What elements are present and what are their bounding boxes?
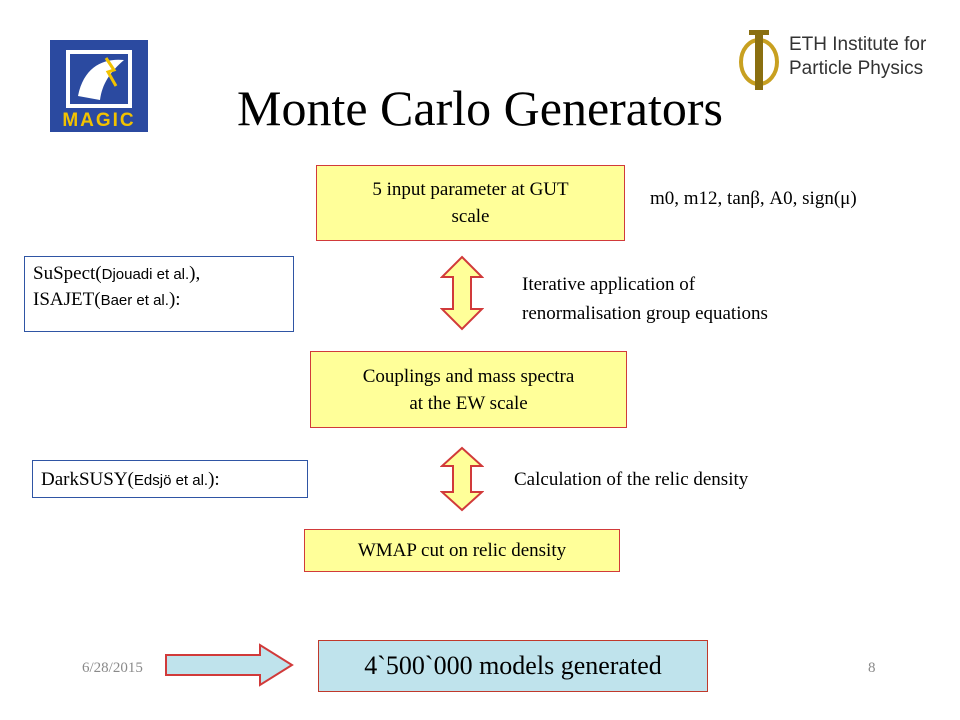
magic-logo-icon (50, 40, 148, 132)
couplings-line1: Couplings and mass spectra (362, 365, 575, 387)
rge-note-line1: Iterative application of (522, 274, 696, 295)
rge-note-line2: renormalisation group equations (522, 303, 768, 324)
rge-tools-box: SuSpect(Djouadi et al.), ISAJET(Baer et … (24, 256, 294, 332)
isajet-authors: Baer et al. (100, 292, 169, 309)
suspect-line: SuSpect(Djouadi et al.), (33, 261, 285, 287)
couplings-box: Couplings and mass spectra at the EW sca… (310, 351, 627, 428)
page-number: 8 (868, 660, 876, 676)
parameter-list: m0, m12, tanβ, A0, sign(μ) (650, 188, 857, 209)
darksusy-authors: Edsjö et al. (133, 472, 209, 489)
isajet-name: ISAJET( (33, 289, 101, 310)
double-arrow-icon (440, 446, 484, 512)
suspect-authors: Djouadi et al. (101, 266, 190, 283)
isajet-close: ): (168, 289, 181, 310)
slide-title: Monte Carlo Generators (237, 80, 723, 136)
eth-logo-line1: ETH Institute for (789, 34, 927, 55)
couplings-line2: at the EW scale (409, 392, 528, 414)
double-arrow-icon (440, 255, 484, 331)
magic-logo: MAGIC (44, 36, 154, 136)
darksusy-name: DarkSUSY( (41, 469, 134, 490)
models-generated-text: 4`500`000 models generated (364, 651, 662, 680)
isajet-line: ISAJET(Baer et al.): (33, 287, 285, 313)
input-parameters-line1: 5 input parameter at GUT (372, 179, 569, 200)
models-generated-box: 4`500`000 models generated (318, 640, 708, 692)
footer-date: 6/28/2015 (82, 660, 143, 676)
phi-logo-icon (739, 30, 779, 90)
input-parameters-line2: scale (451, 206, 490, 227)
darksusy-box: DarkSUSY(Edsjö et al.): (32, 460, 308, 498)
right-arrow-icon (165, 643, 294, 687)
rge-note: Iterative application of renormalisation… (522, 270, 768, 328)
suspect-close: ), (189, 263, 201, 284)
suspect-name: SuSpect( (33, 263, 102, 284)
magic-logo-text: MAGIC (62, 110, 136, 131)
relic-note: Calculation of the relic density (514, 469, 749, 490)
input-parameters-box: 5 input parameter at GUT scale (316, 165, 625, 241)
eth-logo: ETH Institute for Particle Physics (735, 26, 935, 96)
darksusy-close: ): (208, 469, 220, 490)
eth-logo-line2: Particle Physics (789, 58, 924, 79)
wmap-cut-text: WMAP cut on relic density (357, 540, 567, 561)
wmap-cut-box: WMAP cut on relic density (304, 529, 620, 572)
